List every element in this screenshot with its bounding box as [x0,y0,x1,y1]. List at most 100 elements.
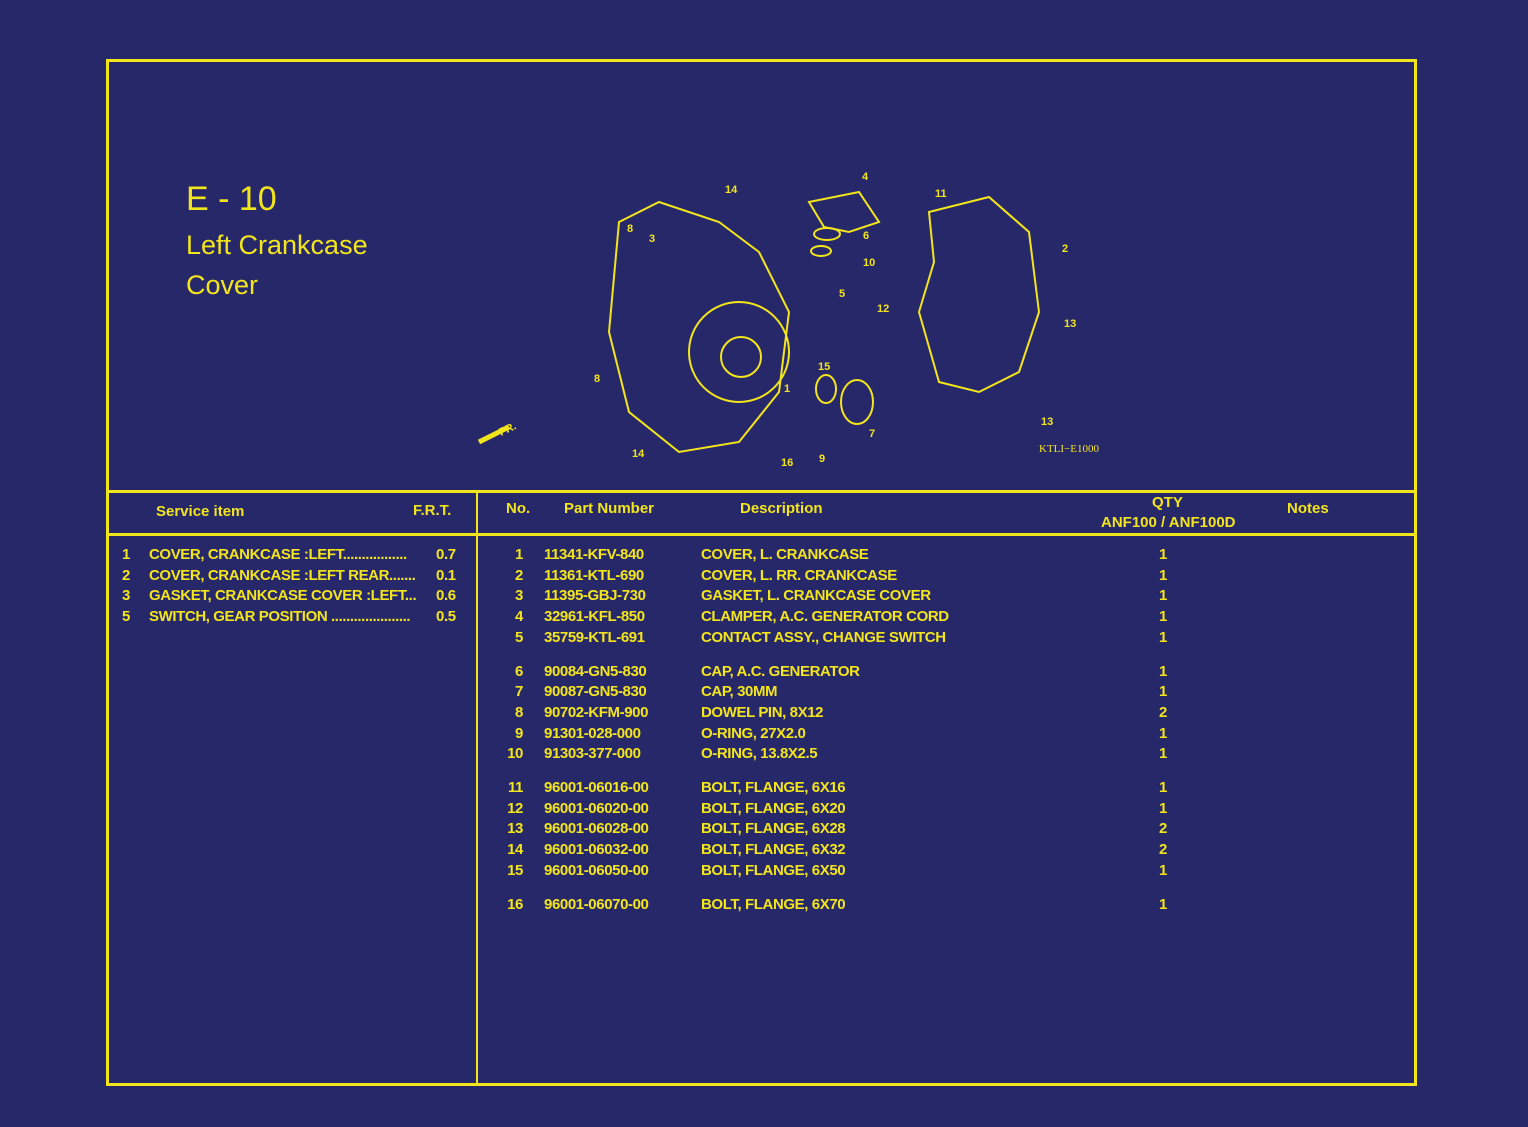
svg-text:15: 15 [818,361,830,373]
page-code: E - 10 [186,180,277,218]
part-qty: 2 [1159,703,1167,721]
service-item-no: 1 [122,546,130,563]
svg-text:4: 4 [862,171,869,183]
service-item-header: Service item [156,503,245,520]
svg-text:13: 13 [1064,318,1076,330]
divider [109,533,1414,536]
svg-text:16: 16 [781,457,793,469]
service-item-label: SWITCH, GEAR POSITION ..................… [149,607,411,625]
part-number: 96001-06020-00 [544,799,649,817]
part-description: CONTACT ASSY., CHANGE SWITCH [701,628,946,646]
part-number: 11395-GBJ-730 [544,587,646,605]
svg-text:9: 9 [819,453,825,465]
part-number: 32961-KFL-850 [544,608,645,626]
part-qty: 1 [1159,779,1167,796]
part-number: 96001-06032-00 [544,841,649,859]
svg-text:6: 6 [863,230,869,242]
service-item-label: GASKET, CRANKCASE COVER :LEFT... [149,587,417,604]
svg-text:5: 5 [839,288,845,300]
part-no: 11 [507,779,523,796]
part-no: 6 [515,662,523,680]
crankcase-cover-shape [607,200,791,454]
part-description: O-RING, 27X2.0 [701,724,806,742]
part-qty: 2 [1159,820,1167,838]
part-number-header: Part Number [564,500,655,517]
svg-text:1: 1 [784,383,790,395]
frt-header: F.R.T. [413,502,452,519]
part-qty: 1 [1159,587,1167,605]
service-item-frt: 0.5 [436,607,456,625]
description-header: Description [740,500,823,517]
divider [109,490,1414,493]
part-description: BOLT, FLANGE, 6X70 [701,895,846,913]
callout-numbers: 1 2 3 4 5 6 7 8 8 9 10 11 12 13 13 14 14… [594,171,1099,469]
part-description: DOWEL PIN, 8X12 [701,703,824,721]
part-qty: 1 [1159,799,1167,817]
svg-text:14: 14 [632,448,645,460]
part-no: 16 [507,895,523,913]
part-no: 14 [507,841,523,859]
part-qty: 1 [1159,566,1167,584]
part-description: O-RING, 13.8X2.5 [701,745,818,763]
part-number: 96001-06050-00 [544,861,649,879]
part-qty: 1 [1159,745,1167,763]
qty-header: QTY [1152,494,1183,511]
part-description: CLAMPER, A.C. GENERATOR CORD [701,608,949,626]
part-number: 90702-KFM-900 [544,703,649,721]
svg-text:8: 8 [594,373,600,385]
page-title-line1: Left Crankcase [186,230,368,260]
part-no: 12 [507,799,523,817]
part-description: BOLT, FLANGE, 6X16 [701,779,846,796]
part-number: 96001-06016-00 [544,779,649,796]
svg-text:8: 8 [627,223,633,235]
part-qty: 1 [1159,683,1167,701]
part-qty: 1 [1159,546,1167,563]
part-qty: 1 [1159,628,1167,646]
parts-sheet-frame: E - 10 Left Crankcase Cover FR. 1 2 3 4 … [106,59,1417,1086]
part-no: 4 [515,608,523,626]
service-item-label: COVER, CRANKCASE :LEFT................. [149,546,407,563]
part-no: 15 [507,861,523,879]
part-no: 1 [515,546,523,563]
part-number: 91303-377-000 [544,745,641,763]
part-qty: 1 [1159,608,1167,626]
part-no: 13 [507,820,523,838]
part-description: GASKET, L. CRANKCASE COVER [701,587,931,605]
part-description: BOLT, FLANGE, 6X28 [701,820,846,838]
part-number: 90084-GN5-830 [544,662,647,680]
part-no: 9 [515,724,523,742]
part-qty: 1 [1159,724,1167,742]
part-description: CAP, A.C. GENERATOR [701,662,860,680]
divider [476,490,478,1083]
svg-text:3: 3 [649,233,655,245]
svg-text:11: 11 [935,188,947,200]
part-number: 35759-KTL-691 [544,628,645,646]
service-item-frt: 0.6 [436,587,456,604]
svg-text:2: 2 [1062,243,1068,255]
svg-text:12: 12 [877,303,889,315]
part-number: 96001-06028-00 [544,820,649,838]
part-no: 5 [515,628,523,646]
part-qty: 1 [1159,662,1167,680]
service-item-frt: 0.1 [436,566,456,584]
svg-text:14: 14 [725,184,738,196]
service-item-frt: 0.7 [436,546,456,563]
part-no: 8 [515,703,523,721]
part-qty: 1 [1159,861,1167,879]
svg-text:13: 13 [1041,416,1053,428]
part-description: BOLT, FLANGE, 6X32 [701,841,846,859]
part-no: 7 [515,683,523,701]
part-no: 3 [515,587,523,605]
front-label: FR. [497,420,518,438]
service-item-label: COVER, CRANKCASE :LEFT REAR....... [149,566,416,584]
part-qty: 2 [1159,841,1167,859]
part-number: 96001-06070-00 [544,895,649,913]
qty-models-header: ANF100 / ANF100D [1101,514,1236,531]
part-no: 10 [507,745,523,763]
part-description: BOLT, FLANGE, 6X50 [701,861,846,879]
part-number: 11361-KTL-690 [544,566,644,584]
part-qty: 1 [1159,895,1167,913]
exploded-diagram: FR. 1 2 3 4 5 6 7 8 8 9 10 11 12 13 13 1… [477,171,1099,469]
diagram-ref-code: KTLI−E1000 [1039,443,1099,455]
service-item-no: 5 [122,607,130,625]
